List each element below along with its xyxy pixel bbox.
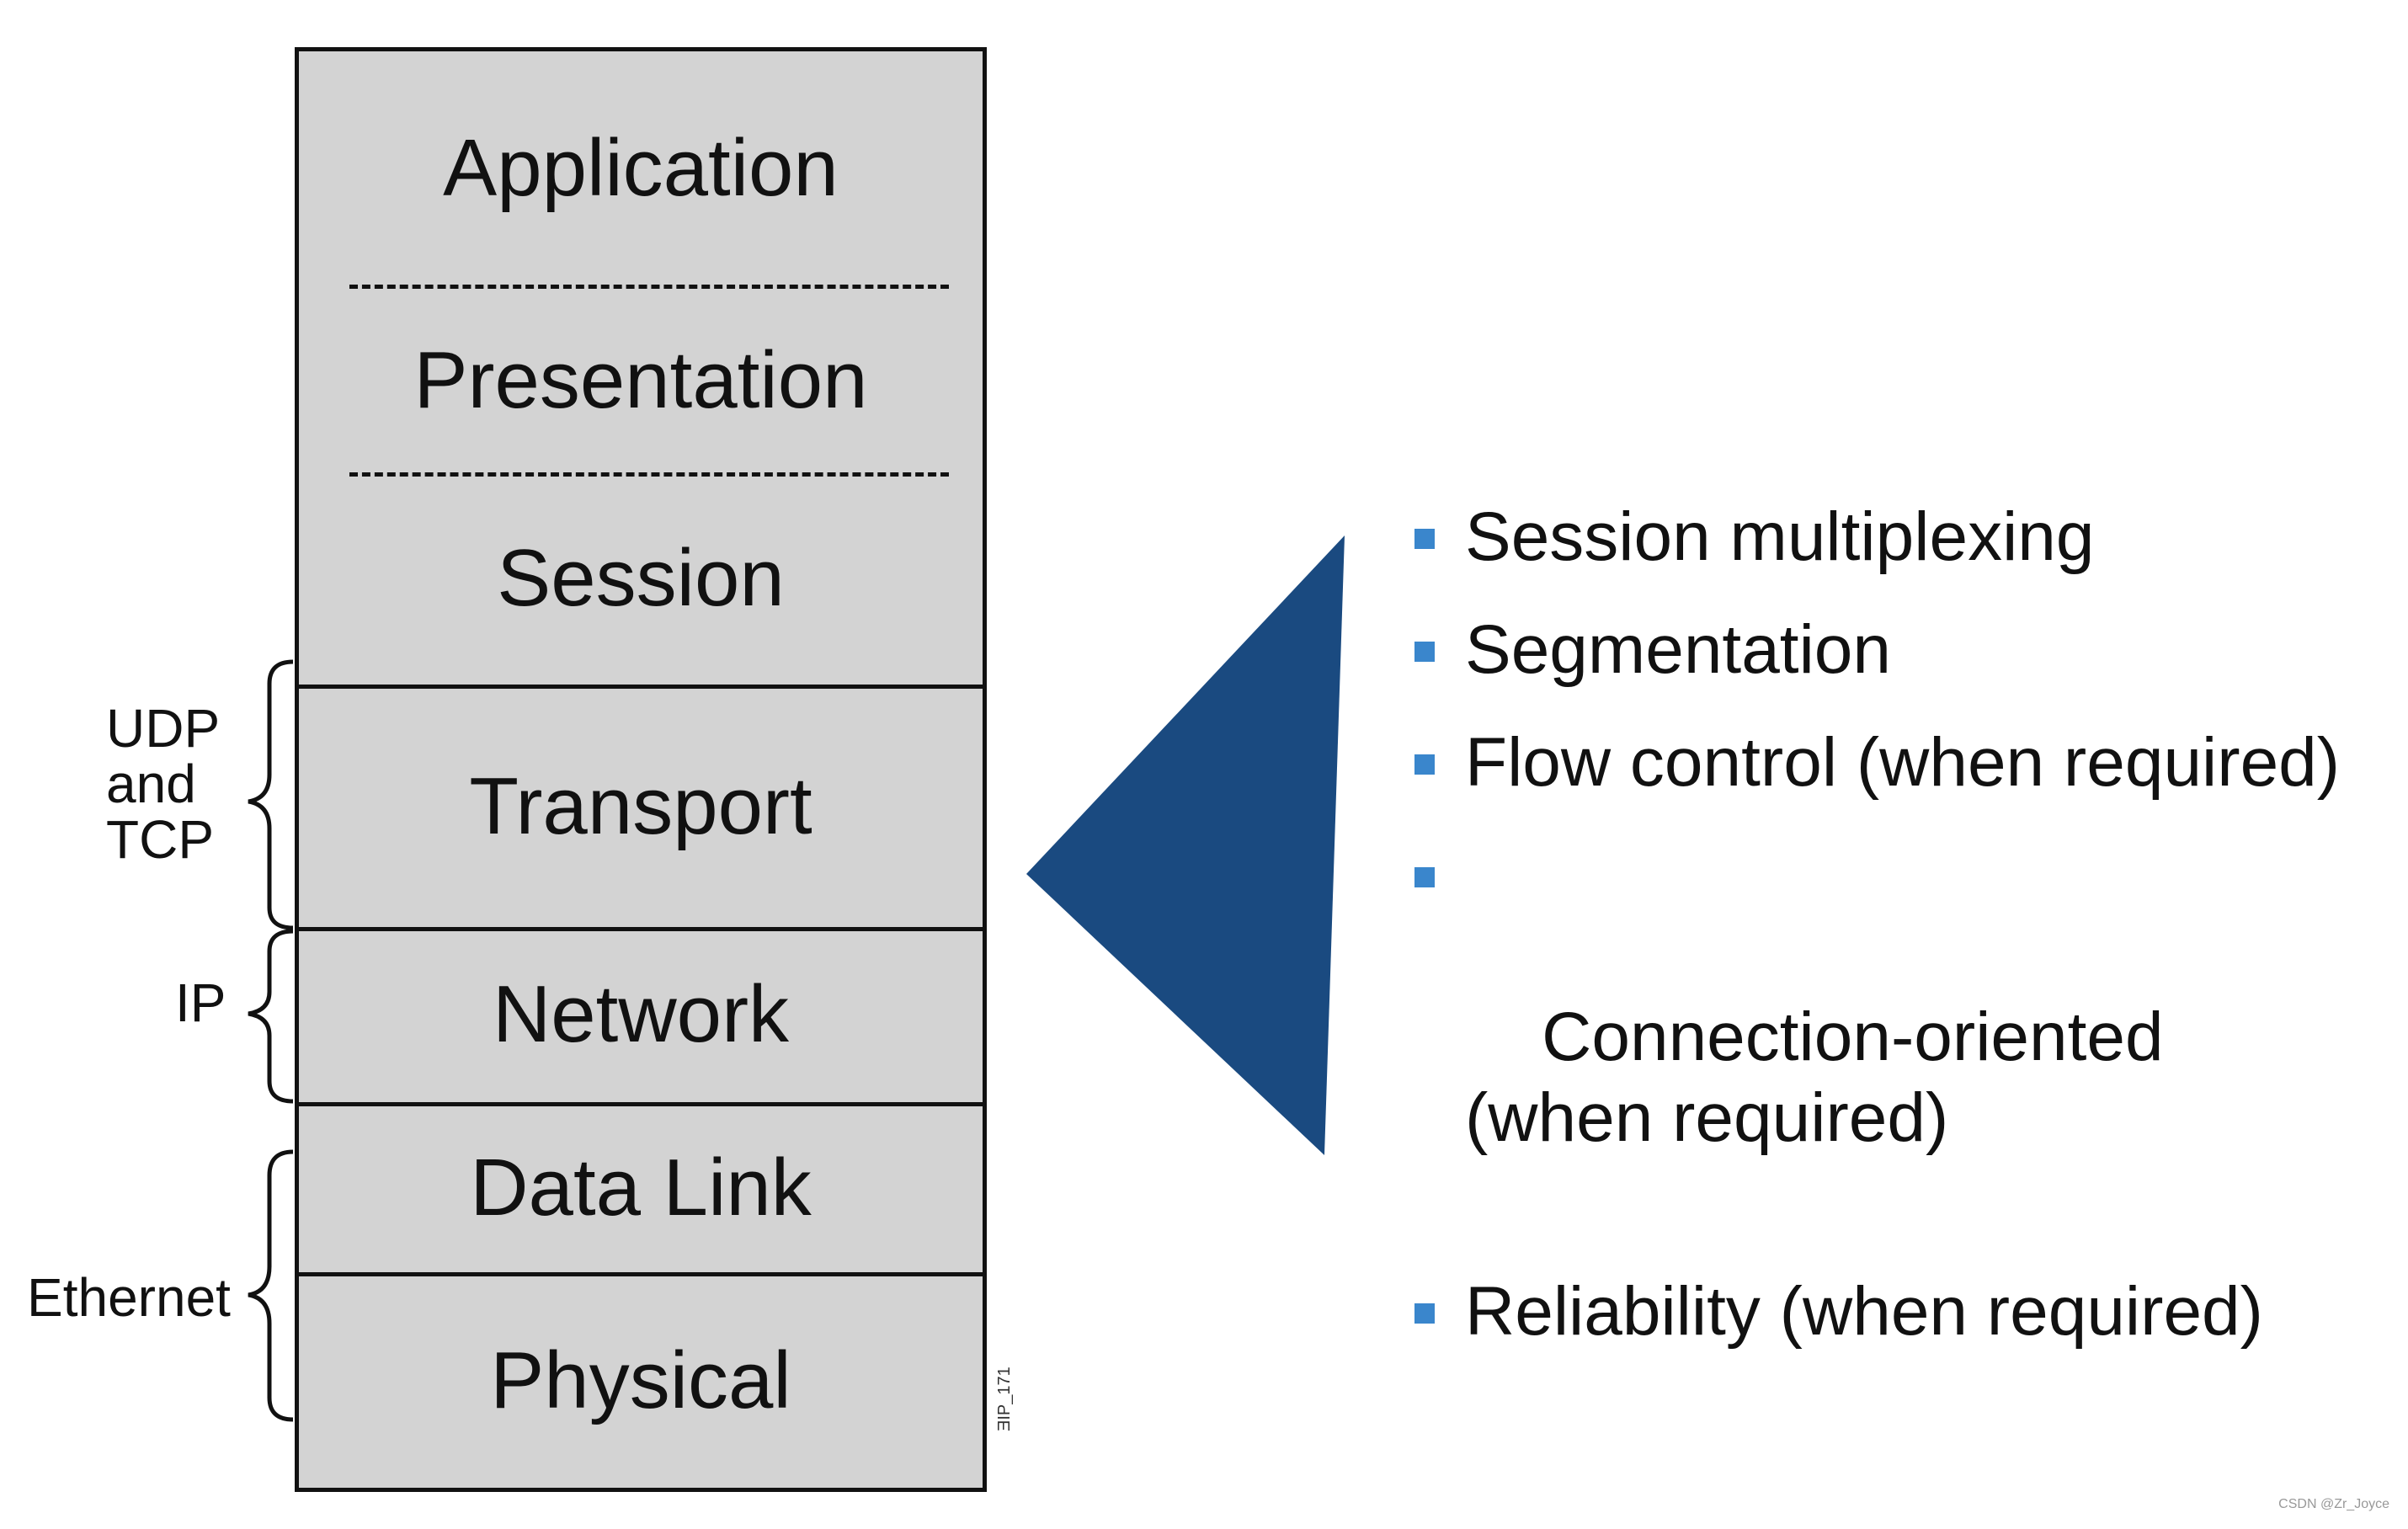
bullet-icon — [1414, 1303, 1435, 1324]
layer-label-transport: Transport — [469, 761, 812, 851]
list-item: Segmentation — [1414, 610, 2340, 690]
layer-label-physical: Physical — [490, 1335, 791, 1425]
bullet-icon — [1414, 642, 1435, 662]
layer-separator — [299, 685, 983, 689]
layer-label-data-link: Data Link — [470, 1143, 812, 1233]
transport-brace — [248, 659, 294, 930]
layer-label-presentation: Presentation — [413, 335, 868, 425]
list-item: Flow control (when required) — [1414, 722, 2340, 803]
bullet-text: Connection-oriented (when required) — [1465, 999, 2164, 1156]
brace-label-ip: IP — [175, 972, 226, 1033]
layer-transport: Transport — [299, 685, 983, 929]
layer-label-network: Network — [492, 969, 790, 1059]
osi-layer-stack: Application Presentation Session Transpo… — [295, 47, 987, 1492]
figure-code: ƎIP_171 — [995, 1367, 1014, 1431]
layer-separator — [299, 1102, 983, 1106]
expansion-triangle — [1026, 535, 1345, 1155]
bullet-text: Reliability (when required) — [1465, 1273, 2263, 1350]
layer-label-application: Application — [443, 122, 839, 213]
layer-separator — [299, 927, 983, 931]
bullet-icon — [1414, 529, 1435, 549]
dashed-separator — [349, 472, 949, 477]
bullet-icon — [1414, 867, 1435, 887]
watermark: CSDN @Zr_Joyce — [2278, 1497, 2389, 1511]
layer-application: Application — [299, 51, 983, 285]
list-item: Connection-oriented (when required) — [1414, 835, 2340, 1239]
transport-functions-list: Session multiplexing Segmentation Flow c… — [1414, 497, 2340, 1384]
brace-label-udp-tcp: UDP and TCP — [106, 698, 221, 870]
brace-label-ethernet: Ethernet — [27, 1267, 231, 1328]
bullet-icon — [1414, 754, 1435, 775]
bullet-text: Segmentation — [1465, 611, 1892, 688]
layer-physical: Physical — [299, 1274, 983, 1488]
layer-label-session: Session — [497, 533, 785, 623]
layer-network: Network — [299, 927, 983, 1102]
layer-presentation: Presentation — [299, 285, 983, 477]
dashed-separator — [349, 285, 949, 289]
list-item: Session multiplexing — [1414, 497, 2340, 578]
layer-data-link: Data Link — [299, 1102, 983, 1274]
layer-session: Session — [299, 472, 983, 685]
ethernet-brace — [248, 1149, 294, 1422]
network-brace — [248, 929, 294, 1104]
layer-separator — [299, 1272, 983, 1276]
bullet-text: Session multiplexing — [1465, 498, 2095, 575]
list-item: Reliability (when required) — [1414, 1271, 2340, 1352]
bullet-text: Flow control (when required) — [1465, 724, 2341, 801]
